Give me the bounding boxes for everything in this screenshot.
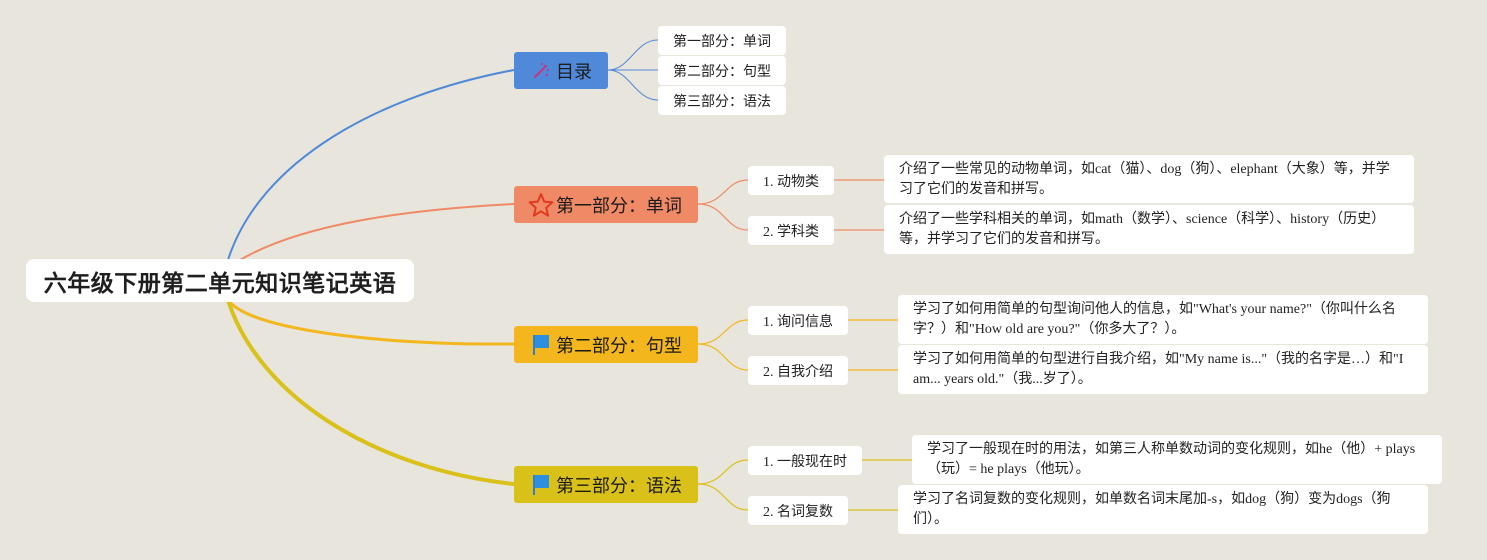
link-gram-1 [697, 459, 749, 485]
grammar-desc-1[interactable]: 学习了一般现在时的用法，如第三人称单数动词的变化规则，如he（他）+ plays… [912, 435, 1442, 484]
star-icon [528, 192, 554, 218]
sentences-sub-1[interactable]: 1. 询问信息 [748, 306, 848, 335]
sentences-desc-2[interactable]: 学习了如何用简单的句型进行自我介绍，如"My name is..."（我的名字是… [898, 345, 1428, 394]
toc-item-1[interactable]: 第一部分：单词 [658, 26, 786, 55]
toc-item-3[interactable]: 第三部分：语法 [658, 86, 786, 115]
words-sub-1[interactable]: 1. 动物类 [748, 166, 834, 195]
grammar-sub-1[interactable]: 1. 一般现在时 [748, 446, 862, 475]
branch-words[interactable]: 第一部分：单词 [514, 186, 698, 223]
branch-toc[interactable]: 目录 [514, 52, 608, 89]
link-gram-2 [697, 483, 749, 511]
link-toc-3 [607, 69, 659, 101]
branch-words-label: 第一部分：单词 [556, 195, 682, 217]
grammar-sub-2[interactable]: 2. 名词复数 [748, 496, 848, 525]
link-sent-1 [697, 319, 749, 345]
link-toc-1 [607, 39, 659, 71]
sentences-sub-2[interactable]: 2. 自我介绍 [748, 356, 848, 385]
sentences-desc-1[interactable]: 学习了如何用简单的句型询问他人的信息，如"What's your name?"（… [898, 295, 1428, 344]
link-sent-2 [697, 343, 749, 371]
words-sub-2[interactable]: 2. 学科类 [748, 216, 834, 245]
branch-grammar-label: 第三部分：语法 [556, 475, 682, 497]
branch-sentences-label: 第二部分：句型 [556, 335, 682, 357]
link-root-gram [226, 299, 515, 486]
grammar-desc-2[interactable]: 学习了名词复数的变化规则，如单数名词末尾加-s，如dog（狗）变为dogs（狗们… [898, 485, 1428, 534]
link-words-1 [697, 179, 749, 205]
branch-grammar[interactable]: 第三部分：语法 [514, 466, 698, 503]
toc-item-2[interactable]: 第二部分：句型 [658, 56, 786, 85]
branch-sentences[interactable]: 第二部分：句型 [514, 326, 698, 363]
root-topic[interactable]: 六年级下册第二单元知识笔记英语 [26, 259, 414, 302]
words-desc-2[interactable]: 介绍了一些学科相关的单词，如math（数学）、science（科学）、histo… [884, 205, 1414, 254]
magic-wand-icon [528, 58, 554, 84]
branch-toc-label: 目录 [556, 61, 592, 83]
flag-icon [528, 472, 554, 498]
flag-icon [528, 332, 554, 358]
link-words-2 [697, 203, 749, 231]
link-root-words [239, 203, 515, 261]
words-desc-1[interactable]: 介绍了一些常见的动物单词，如cat（猫）、dog（狗）、elephant（大象）… [884, 155, 1414, 203]
link-root-toc [227, 69, 515, 261]
link-root-sent [226, 299, 515, 346]
